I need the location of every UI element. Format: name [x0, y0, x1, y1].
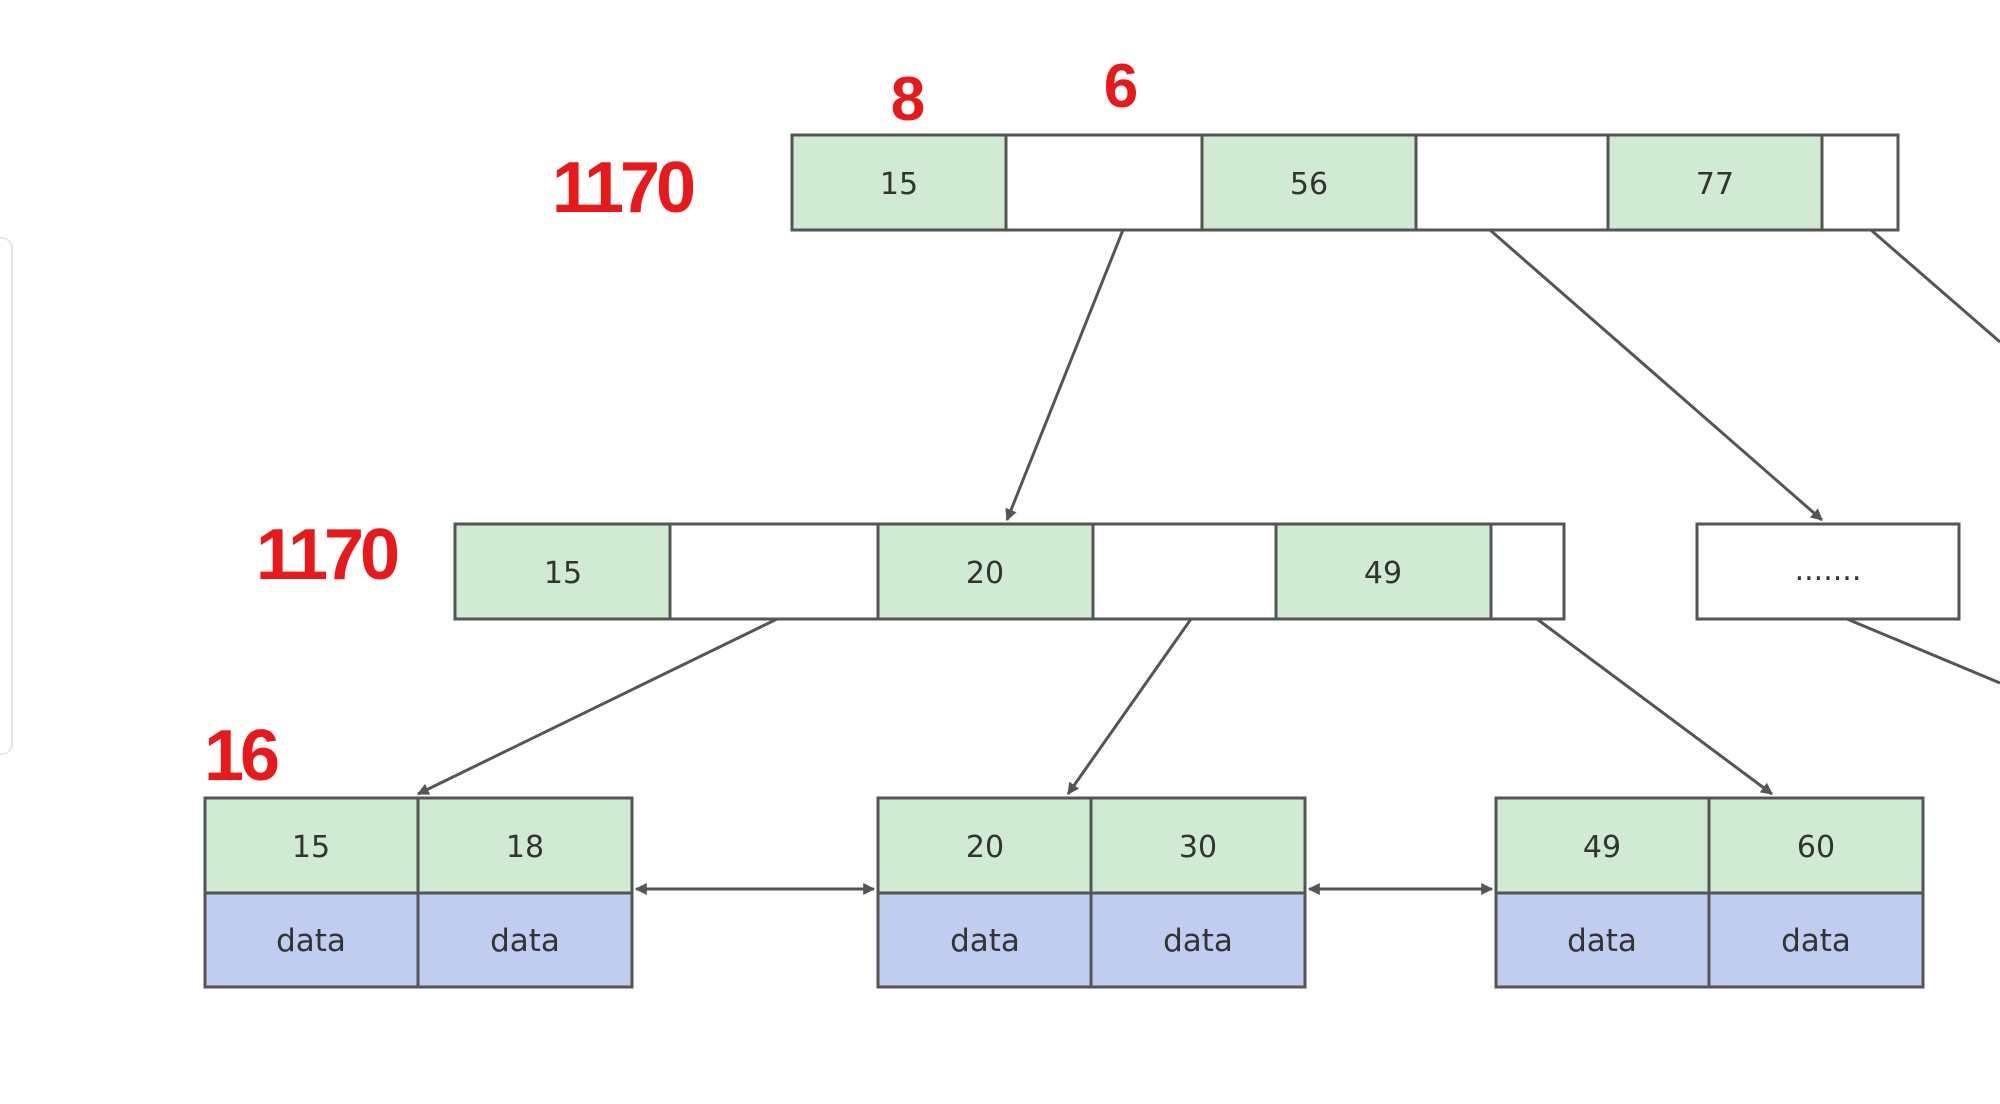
- level2-pointer-cell: [1091, 522, 1278, 621]
- leaf-key-cell: [1494, 796, 1711, 895]
- leaf-data-text: data: [950, 923, 1020, 959]
- level2-node: [453, 522, 1566, 621]
- leaf-data-cell: [416, 891, 634, 989]
- leaf-key-text: 15: [292, 830, 330, 865]
- leaf-data-text: data: [276, 923, 346, 959]
- level2-pointer-cell: [1489, 522, 1566, 621]
- root-key-cell: [790, 133, 1008, 232]
- root-pointer-cell: [1414, 133, 1610, 232]
- root-to-sibling-arrow: [1489, 228, 1823, 522]
- root-pointer-cell: [1004, 133, 1204, 232]
- leaf-data-cell: [1707, 891, 1925, 989]
- leaf-data-cell: [203, 891, 420, 989]
- level2-key-cell: [453, 522, 672, 621]
- annotation-key-bytes: 8: [891, 65, 925, 134]
- level2-key-text: 49: [1364, 556, 1402, 591]
- level2-to-leaf1-arrow: [416, 617, 778, 796]
- root-key-cell: [1606, 133, 1824, 232]
- sibling-offscreen-pointer: [1846, 617, 2000, 685]
- root-pointer-cell: [1820, 133, 1900, 232]
- sibling-node-label: .......: [1795, 553, 1862, 588]
- side-panel-edge: [0, 237, 13, 755]
- leaf-node: [876, 796, 1307, 989]
- leaf-data-text: data: [1781, 923, 1851, 959]
- leaf-key-text: 49: [1583, 830, 1621, 865]
- pointer-arrows: [416, 228, 2000, 895]
- leaf-data-text: data: [490, 923, 560, 959]
- leaf-key-text: 30: [1179, 830, 1217, 865]
- root-node: [790, 133, 1900, 232]
- root-key-text: 77: [1696, 167, 1734, 202]
- annotation-root-fanout: 1170: [552, 148, 694, 228]
- level2-key-text: 15: [544, 556, 582, 591]
- leaf-key-text: 60: [1797, 830, 1835, 865]
- leaf-node: [203, 796, 634, 989]
- leaf-data-text: data: [1567, 923, 1637, 959]
- level2-to-leaf3-arrow: [1536, 617, 1773, 796]
- leaf-data-cell: [876, 891, 1093, 989]
- level2-to-leaf2-arrow: [1066, 618, 1193, 795]
- leaf-data-cell: [1089, 891, 1307, 989]
- leaf-key-text: 20: [966, 830, 1004, 865]
- root-key-text: 56: [1290, 167, 1328, 202]
- leaf-key-text: 18: [506, 830, 544, 865]
- leaf-key-cell: [1089, 796, 1307, 895]
- leaf-key-cell: [203, 796, 420, 895]
- leaf-data-text: data: [1163, 923, 1233, 959]
- annotation-pointer-bytes: 6: [1104, 52, 1138, 121]
- annotation-level2-fanout: 1170: [256, 515, 398, 595]
- root-key-text: 15: [880, 167, 918, 202]
- level2-key-text: 20: [966, 556, 1004, 591]
- root-to-level2-arrow: [1005, 229, 1125, 522]
- annotation-leaf-rows: 16: [204, 716, 278, 796]
- leaf-key-cell: [1707, 796, 1925, 895]
- level2-key-cell: [876, 522, 1095, 621]
- root-offscreen-pointer: [1870, 228, 2000, 344]
- leaf-key-cell: [876, 796, 1093, 895]
- level2-pointer-cell: [668, 522, 880, 621]
- sibling-node: [1695, 522, 1961, 621]
- root-key-cell: [1200, 133, 1418, 232]
- leaf-node: [1494, 796, 1925, 989]
